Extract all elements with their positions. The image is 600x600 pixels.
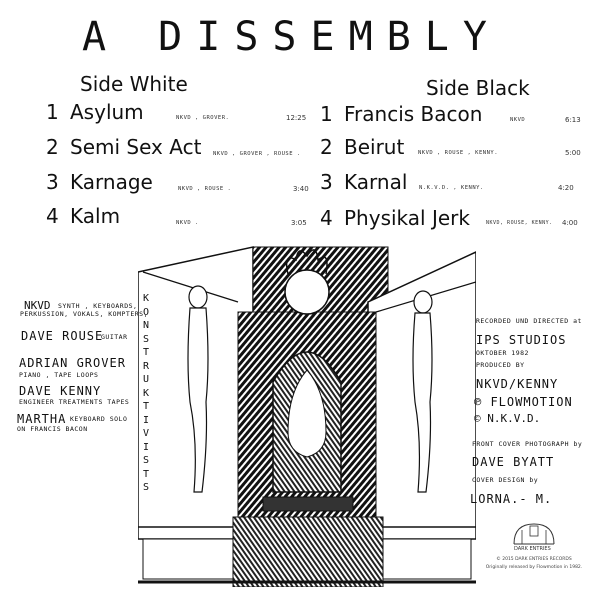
phonogram-credit: ℗ FLOWMOTION [474,395,573,409]
release-note: Originally released by Flowmotion in 198… [485,565,583,570]
personnel-role: PIANO , TAPE LOOPS [19,371,99,379]
album-title: A DISSEMBLY [82,14,501,60]
personnel-name: ADRIAN GROVER [19,356,126,370]
track-number: 3 [320,170,333,194]
vertical-letter: K [142,387,150,399]
track-duration: 3:40 [293,185,309,193]
track-title: Physikal Jerk [344,206,470,230]
track-duration: 5:00 [565,149,581,157]
track-number: 2 [46,135,59,159]
vertical-letter: R [142,360,150,372]
track-title: Kalm [70,204,121,228]
personnel-name: NKVD [24,299,51,312]
label-name: DARK ENTRIES [514,546,551,552]
design-label: COVER DESIGN by [472,476,539,484]
producer-name: NKVD/KENNY [476,377,559,391]
label-copyright: © 2015 DARK ENTRIES RECORDS [496,557,572,562]
vertical-letter: K [142,293,150,304]
track-duration: 4:00 [562,219,578,227]
track-credit: NKVD , ROUSE . [178,186,232,192]
track-number: 1 [46,100,59,124]
track-credit: N.K.V.D. , KENNY. [419,185,484,191]
side-white-header: Side White [80,72,188,96]
track-credit: NKVD . [176,220,199,226]
track-duration: 6:13 [565,116,581,124]
vertical-letter: I [142,414,150,426]
personnel-role: ON FRANCIS BACON [17,425,88,433]
track-duration: 3:05 [291,219,307,227]
track-item: 2 Beirut [320,135,404,159]
vertical-letter: T [142,401,150,412]
track-title: Karnal [344,170,408,194]
vertical-letter: O [142,306,150,318]
vertical-letter: S [142,333,150,345]
track-item: 3 Karnage [46,170,153,194]
track-duration: 12:25 [286,114,307,122]
copyright-credit: © N.K.V.D. [474,412,541,425]
track-credit: NKVD, ROUSE, KENNY. [486,220,553,226]
track-title: Francis Bacon [344,102,483,126]
vertical-letter: V [142,428,150,439]
photographer-name: DAVE BYATT [472,455,555,469]
track-item: 4 Kalm [46,204,120,228]
track-item: 3 Karnal [320,170,407,194]
track-credit: NKVD , GROVER , ROUSE . [213,151,301,157]
track-title: Beirut [344,135,405,159]
personnel-name: DAVE ROUSE [21,329,104,343]
track-item: 1 Francis Bacon [320,102,482,126]
personnel-name: DAVE KENNY [19,384,102,398]
track-credit: NKVD , ROUSE , KENNY. [418,150,499,156]
track-credit: NKVD [510,117,526,123]
personnel-name: MARTHA [17,412,67,426]
track-credit: NKVD , GROVER. [176,115,230,121]
track-duration: 4:20 [558,184,574,192]
vertical-letter: I [142,441,150,453]
cover-illustration [137,242,477,588]
vertical-letter: T [142,347,150,358]
studio-name: IPS STUDIOS [476,333,567,347]
recording-date: OKTOBER 1982 [476,349,529,357]
personnel-role: ENGINEER TREATMENTS TAPES [19,398,130,406]
track-title: Karnage [70,170,153,194]
track-item: 1 Asylum [46,100,144,124]
personnel-role: GUITAR [101,333,128,341]
track-title: Semi Sex Act [70,135,202,159]
personnel-role: PERKUSSION, VOKALS, KOMPTERS, [20,310,148,318]
photo-label: FRONT COVER PHOTOGRAPH by [472,440,583,448]
personnel-role: KEYBOARD SOLO [70,415,128,423]
vertical-letter: T [142,468,150,480]
vertical-letter: U [142,374,150,385]
personnel-role: SYNTH , KEYBOARDS, [58,302,138,310]
track-number: 2 [320,135,333,159]
track-item: 2 Semi Sex Act [46,135,201,159]
track-number: 1 [320,102,333,126]
dark-entries-logo [512,522,556,550]
track-number: 4 [46,204,59,228]
side-black-header: Side Black [426,76,530,100]
dome-icon [513,523,555,545]
recorded-label: RECORDED UND DIRECTED at [476,317,582,325]
designer-name: LORNA.- M. [470,492,553,506]
vertical-letter: S [142,482,150,493]
produced-label: PRODUCED BY [476,361,525,369]
track-number: 4 [320,206,333,230]
track-title: Asylum [70,100,144,124]
vertical-letter: N [142,320,150,331]
track-number: 3 [46,170,59,194]
track-item: 4 Physikal Jerk [320,206,470,230]
vertical-letter: S [142,455,150,466]
